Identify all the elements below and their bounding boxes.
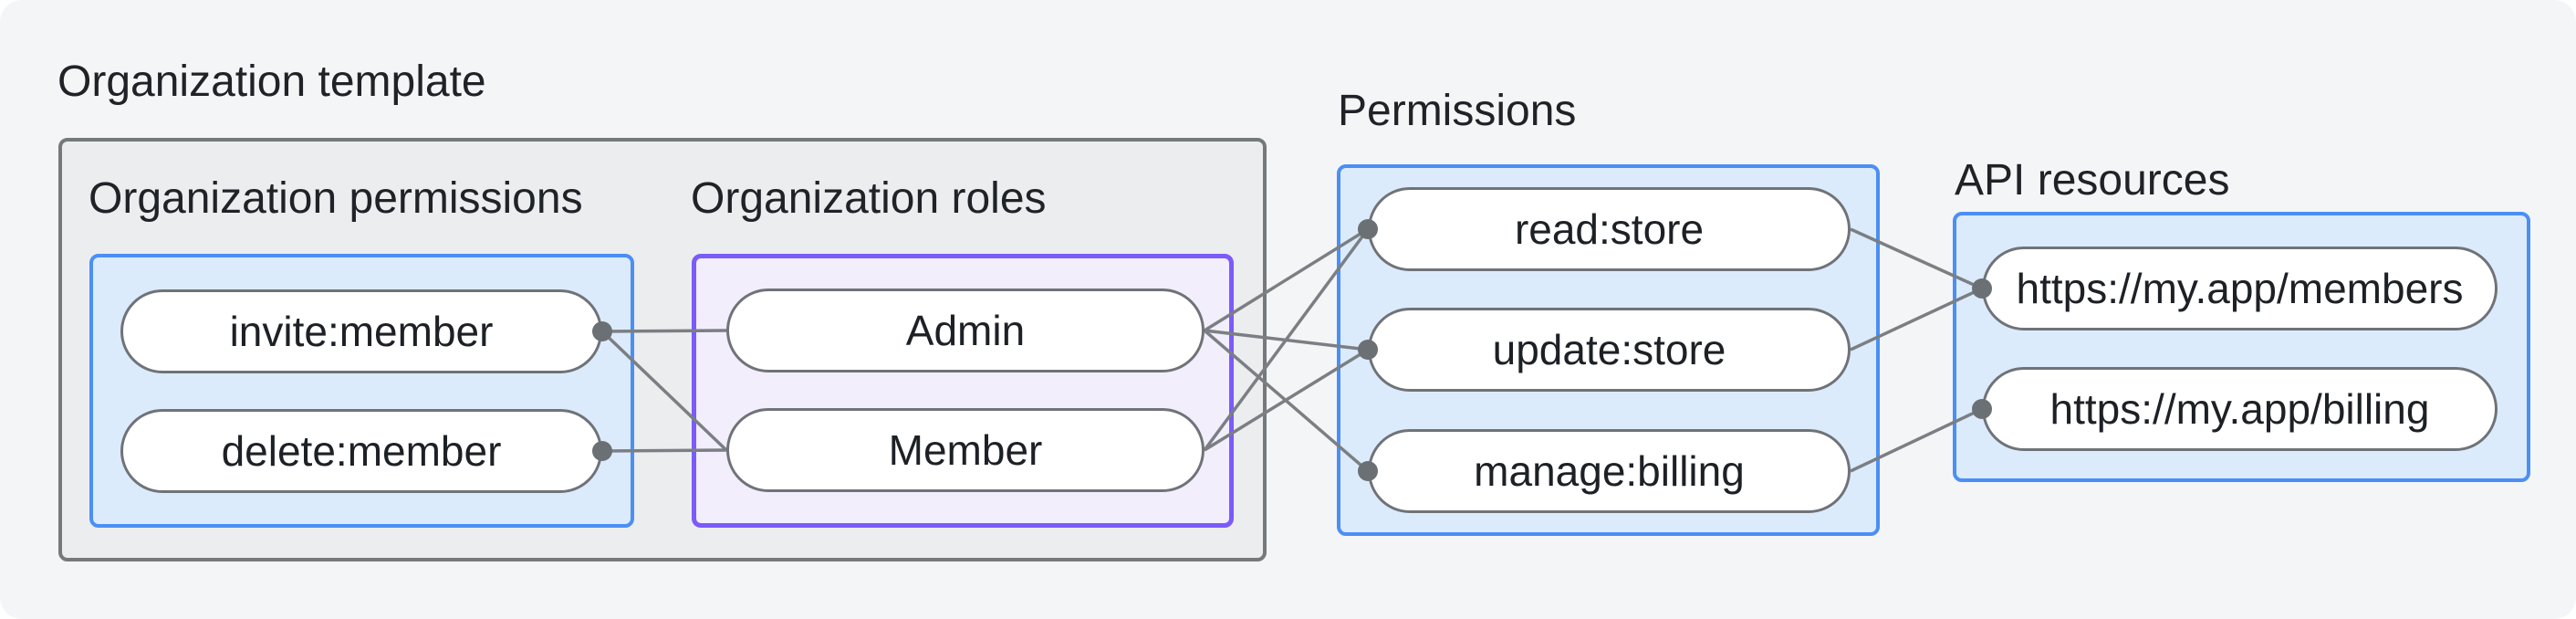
node-member-role: Member: [726, 408, 1205, 492]
node-invite-member: invite:member: [120, 289, 602, 373]
organization-template-title: Organization template: [57, 58, 486, 106]
api-resources-heading: API resources: [1955, 156, 2230, 205]
node-read-store: read:store: [1368, 187, 1851, 271]
node-api-billing-url: https://my.app/billing: [1982, 367, 2498, 451]
node-api-members-url: https://my.app/members: [1982, 247, 2498, 330]
organization-permissions-heading: Organization permissions: [89, 174, 583, 223]
node-admin-role: Admin: [726, 289, 1205, 372]
node-update-store: update:store: [1368, 308, 1851, 392]
permissions-heading: Permissions: [1338, 87, 1577, 135]
organization-roles-heading: Organization roles: [691, 174, 1047, 223]
node-manage-billing: manage:billing: [1368, 429, 1851, 513]
node-delete-member: delete:member: [120, 409, 602, 493]
